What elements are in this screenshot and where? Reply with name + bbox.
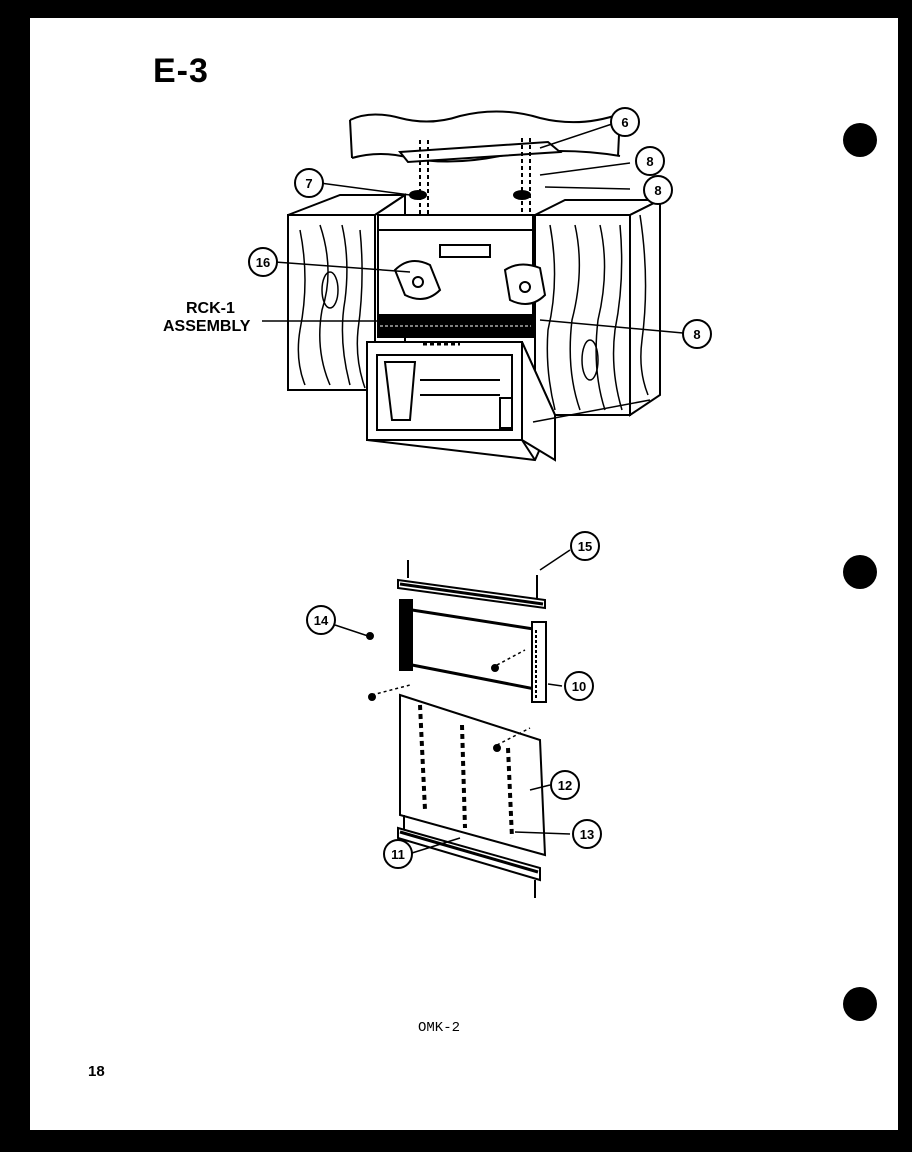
rck-1-assembly-drawing <box>262 110 684 462</box>
omk-2-panel-drawing <box>334 549 571 898</box>
callout-15: 15 <box>570 531 600 561</box>
callout-7: 7 <box>294 168 324 198</box>
callout-8c: 8 <box>682 319 712 349</box>
callout-13: 13 <box>572 819 602 849</box>
page-number: 18 <box>88 1063 105 1080</box>
assembly-label-line1: RCK-1 <box>186 300 235 317</box>
binder-hole <box>843 123 877 157</box>
callout-8b: 8 <box>643 175 673 205</box>
callout-11: 11 <box>383 839 413 869</box>
section-title: E-3 <box>153 52 209 90</box>
binder-hole <box>843 555 877 589</box>
binder-hole <box>843 987 877 1021</box>
model-code: OMK-2 <box>418 1020 461 1036</box>
callout-14: 14 <box>306 605 336 635</box>
assembly-label-line2: ASSEMBLY <box>163 318 251 335</box>
callout-8a: 8 <box>635 146 665 176</box>
callout-6: 6 <box>610 107 640 137</box>
paper-page <box>30 18 898 1130</box>
callout-16: 16 <box>248 247 278 277</box>
callout-12: 12 <box>550 770 580 800</box>
callout-10: 10 <box>564 671 594 701</box>
